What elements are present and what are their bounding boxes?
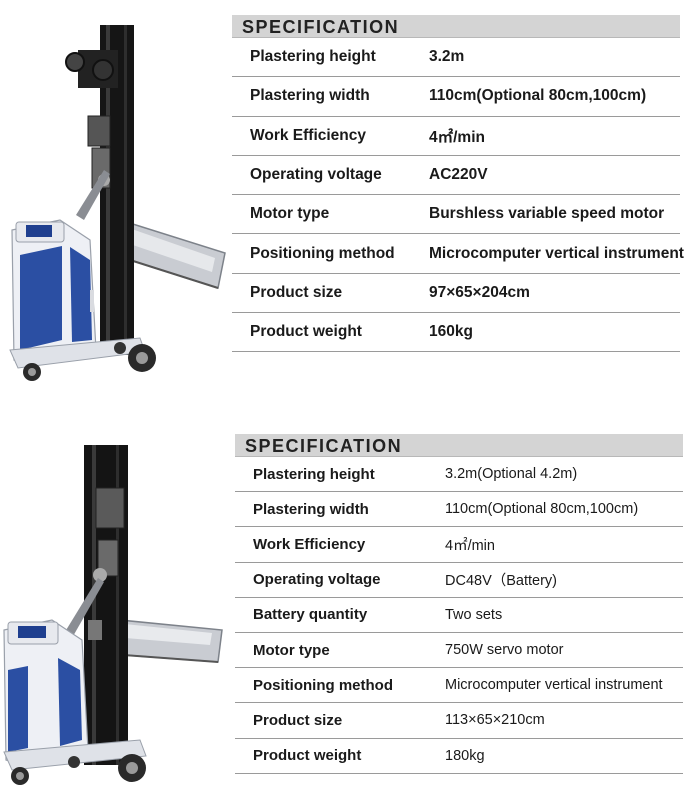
spec-value: Microcomputer vertical instrument (445, 677, 663, 694)
spec-label: Plastering height (253, 465, 375, 483)
table-row: Positioning method Microcomputer vertica… (235, 668, 683, 704)
plastering-machine-image (9, 25, 226, 381)
table-row: Motor type 750W servo motor (235, 633, 683, 669)
table-row: Product size 97×65×204cm (232, 274, 680, 314)
spec-value: 4㎡/min (429, 128, 485, 146)
table-row: Product size 113×65×210cm (235, 703, 683, 739)
table-row: Battery quantity Two sets (235, 598, 683, 633)
spec-label: Battery quantity (253, 606, 368, 624)
spec-label: Work Efficiency (253, 535, 366, 553)
spec-value: AC220V (429, 166, 488, 184)
table-row: Operating voltage DC48V（Battery) (235, 563, 683, 598)
spec-value: 160kg (429, 323, 473, 341)
spec-title: SPECIFICATION (235, 434, 683, 457)
spec-value: 113×65×210cm (445, 712, 545, 729)
spec-value: 4㎡/min (445, 537, 495, 554)
spec-value: 97×65×204cm (429, 283, 530, 301)
spec-value: 750W servo motor (445, 642, 564, 659)
table-row: Work Efficiency 4㎡/min (235, 527, 683, 563)
spec-table-2: SPECIFICATION Plastering height 3.2m(Opt… (235, 434, 683, 774)
table-row: Motor type Burshless variable speed moto… (232, 195, 680, 235)
spec-label: Product size (250, 283, 343, 301)
spec-label: Product size (253, 711, 343, 729)
spec-value: 180kg (445, 747, 485, 764)
spec-label: Motor type (253, 641, 330, 659)
table-row: Plastering width 110cm(Optional 80cm,100… (235, 492, 683, 528)
spec-label: Operating voltage (250, 166, 382, 184)
table-row: Work Efficiency 4㎡/min (232, 117, 680, 156)
table-row: Positioning method Microcomputer vertica… (232, 234, 684, 274)
spec-value: Burshless variable speed motor (429, 205, 665, 223)
spec-label: Positioning method (250, 244, 395, 262)
spec-label: Work Efficiency (250, 126, 367, 144)
spec-label: Positioning method (253, 676, 393, 694)
table-row: Plastering height 3.2m(Optional 4.2m) (235, 457, 683, 493)
spec-label: Plastering height (250, 48, 376, 66)
spec-value: 110cm(Optional 80cm,100cm) (445, 501, 639, 518)
spec-value: 110cm(Optional 80cm,100cm) (429, 87, 647, 105)
table-row: Plastering height 3.2m (232, 38, 680, 78)
spec-value: Two sets (445, 606, 503, 623)
spec-label: Product weight (253, 747, 362, 765)
spec-title: SPECIFICATION (232, 15, 680, 38)
table-row: Operating voltage AC220V (232, 156, 680, 196)
spec-value: Microcomputer vertical instrument (429, 244, 684, 262)
spec-value: 3.2m (429, 48, 465, 66)
spec-label: Plastering width (253, 500, 369, 518)
table-row: Product weight 160kg (232, 313, 680, 353)
spec-label: Product weight (250, 323, 362, 341)
spec-value: 3.2m(Optional 4.2m) (445, 466, 578, 483)
spec-label: Operating voltage (253, 571, 381, 589)
spec-label: Plastering width (250, 87, 370, 105)
spec-value: DC48V（Battery) (445, 573, 558, 590)
table-row: Plastering width 110cm(Optional 80cm,100… (232, 77, 680, 117)
table-row: Product weight 180kg (235, 739, 683, 774)
spec-table-1: SPECIFICATION Plastering height 3.2m Pla… (232, 15, 684, 353)
plastering-machine-image (3, 445, 223, 785)
spec-label: Motor type (250, 205, 330, 223)
